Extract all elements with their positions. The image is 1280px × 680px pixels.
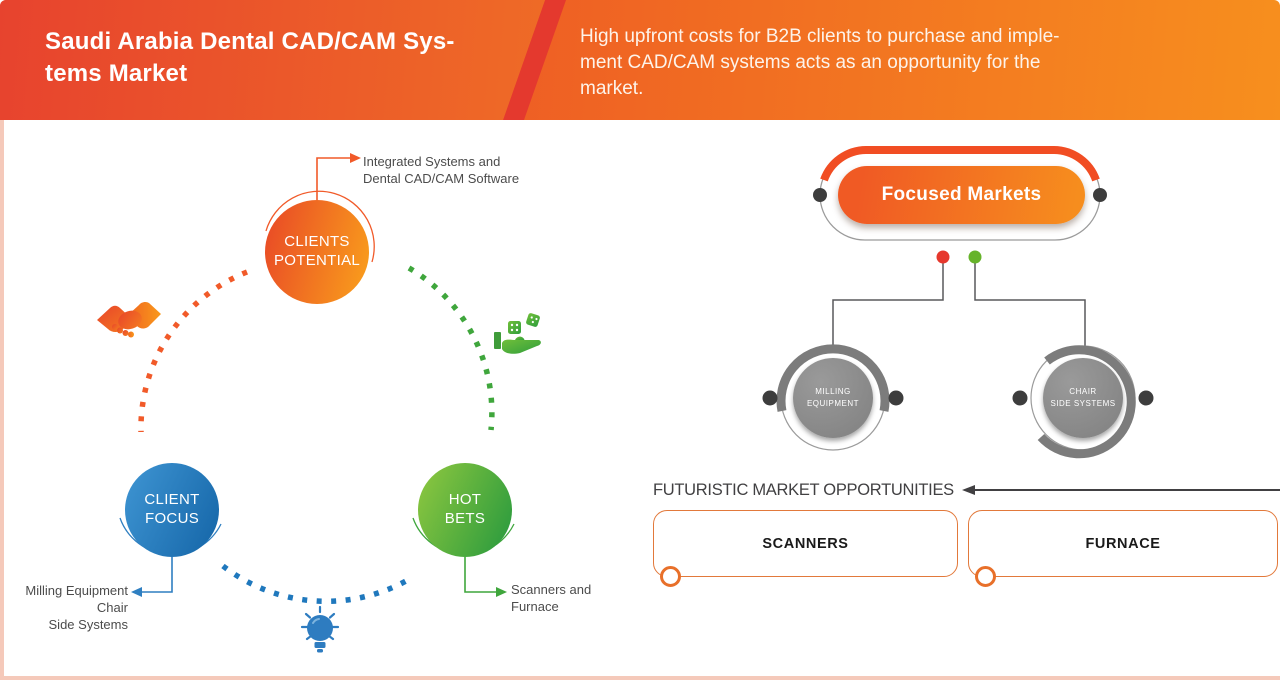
- furnace-label: FURNACE: [1085, 535, 1161, 552]
- client-focus-label-line2: FOCUS: [145, 510, 199, 527]
- header-description-line2: ment CAD/CAM systems acts as an opportun…: [580, 52, 1041, 74]
- callout-scanners-line1: Scanners and: [511, 582, 592, 597]
- dotted-arc-blue: [221, 563, 415, 604]
- focused-markets-title: Focused Markets: [881, 184, 1042, 205]
- header-banner: Saudi Arabia Dental CAD/CAM Sys- tems Ma…: [0, 0, 1280, 120]
- chairside-dot-left: [1012, 390, 1028, 406]
- chairside-node-label-line1: CHAIR: [1069, 387, 1097, 397]
- milling-node-label-line2: EQUIPMENT: [806, 399, 860, 408]
- dotted-arc-orange: [138, 269, 249, 433]
- page-title-line2: tems Market: [45, 59, 188, 87]
- callout-milling-line3: Side Systems: [48, 616, 128, 632]
- branch-dot-red: [936, 250, 950, 264]
- hot-bets-label-line1: HOT: [448, 491, 482, 509]
- chairside-thick-arc: [1037, 345, 1136, 459]
- chair-side-systems-node: CHAIR SIDE SYSTEMS: [1043, 358, 1123, 438]
- callout-integrated-systems: Integrated Systems and Dental CAD/CAM So…: [363, 154, 519, 188]
- cycle-node-hot-bets: HOT BETS: [418, 463, 512, 557]
- milling-dot-left: [762, 390, 778, 406]
- arrow-line: [974, 489, 1280, 491]
- handshake-icon: [97, 301, 161, 338]
- orange-circle-outline-arc: [265, 190, 375, 263]
- callout-integrated-line2: Dental CAD/CAM Software: [363, 170, 520, 186]
- cycle-node-clients-potential: CLIENTS POTENTIAL: [265, 200, 369, 304]
- furnace-corner-ring-icon: [975, 566, 996, 587]
- page-title-line1: Saudi Arabia Dental CAD/CAM Sys-: [45, 28, 455, 55]
- branch-dot-green: [968, 250, 982, 264]
- arrowhead-clients-potential: [350, 153, 361, 163]
- focused-markets-canvas: [762, 146, 1154, 459]
- lightbulb-icon: [300, 605, 340, 653]
- opportunities-heading-row: FUTURISTIC MARKET OPPORTUNITIES: [653, 480, 1280, 500]
- clients-potential-label-line1: CLIENTS: [284, 233, 350, 251]
- connector-clients-potential: [316, 157, 350, 200]
- hot-bets-label-line2: BETS: [444, 510, 486, 527]
- focused-markets-thick-arc: [820, 146, 1100, 182]
- milling-dot-right: [888, 390, 904, 406]
- scanners-corner-ring-icon: [660, 566, 681, 587]
- left-arrowhead-icon: [961, 485, 975, 495]
- opportunities-heading: FUTURISTIC MARKET OPPORTUNITIES: [653, 480, 954, 499]
- focused-markets-pill: Focused Markets: [838, 166, 1085, 224]
- ring-dot-left: [813, 188, 827, 202]
- arrowhead-client-focus: [131, 587, 142, 597]
- milling-node-label-line1: MILLING: [815, 387, 851, 397]
- opportunity-box-scanners: SCANNERS: [653, 510, 958, 577]
- arrowhead-hot-bets: [496, 587, 507, 597]
- branch-line-right: [974, 263, 1086, 346]
- milling-thick-arc: [776, 344, 890, 412]
- callout-scanners-furnace: Scanners and Furnace: [511, 582, 591, 616]
- chairside-node-label-line2: SIDE SYSTEMS: [1050, 399, 1116, 408]
- header-description-line1: High upfront costs for B2B clients to pu…: [580, 26, 1060, 47]
- cycle-node-client-focus: CLIENT FOCUS: [125, 463, 219, 557]
- branch-line-left: [832, 263, 944, 346]
- header-description: High upfront costs for B2B clients to pu…: [580, 24, 1059, 103]
- opportunity-box-furnace: FURNACE: [968, 510, 1278, 577]
- header-left-gradient: [0, 0, 545, 120]
- client-focus-label-line1: CLIENT: [144, 491, 200, 509]
- scanners-label: SCANNERS: [762, 535, 849, 552]
- callout-milling-line1: Milling Equipment: [25, 583, 128, 598]
- clients-potential-label-line2: POTENTIAL: [273, 252, 361, 269]
- chairside-dot-right: [1138, 390, 1154, 406]
- callout-milling-line2: Chair: [96, 599, 128, 615]
- header-description-line3: market.: [580, 78, 644, 100]
- dice-hand-icon: [494, 313, 541, 354]
- page-title: Saudi Arabia Dental CAD/CAM Sys- tems Ma…: [45, 26, 455, 89]
- dotted-arc-green: [407, 265, 495, 431]
- callout-integrated-line1: Integrated Systems and: [363, 154, 501, 169]
- connector-hot-bets: [464, 557, 496, 593]
- callout-scanners-line2: Furnace: [511, 598, 559, 614]
- callout-milling-equipment: Milling Equipment Chair Side Systems: [8, 583, 128, 634]
- ring-dot-right: [1093, 188, 1107, 202]
- milling-equipment-node: MILLING EQUIPMENT: [793, 358, 873, 438]
- connector-client-focus: [142, 557, 173, 593]
